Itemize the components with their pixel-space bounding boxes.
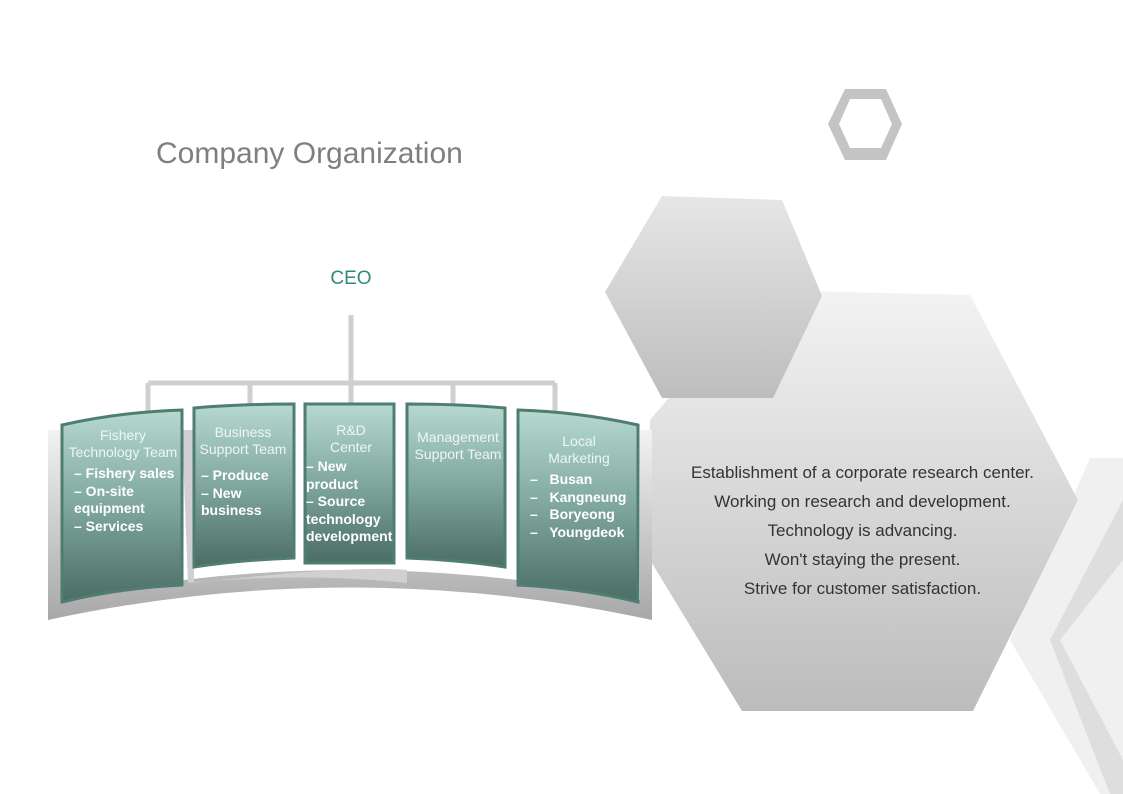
- team-card-local-marketing: Local Marketing – Busan– Kangneung– Bory…: [524, 433, 634, 541]
- hexagon-small: [605, 196, 822, 398]
- card-shape-1: [60, 408, 184, 604]
- card-shape-4: [405, 402, 507, 569]
- page-title: Company Organization: [156, 137, 463, 170]
- description-line: Establishment of a corporate research ce…: [690, 463, 1034, 482]
- description-line: Won't staying the present.: [764, 550, 961, 569]
- team-card-rnd-center: R&D Center – New product– Source technol…: [306, 422, 396, 546]
- card-shape-5: [516, 408, 640, 604]
- team-item: – Boryeong: [530, 506, 615, 522]
- description-text: Establishment of a corporate research ce…: [660, 458, 1065, 603]
- team-item: – Source technology development: [306, 493, 393, 544]
- team-name: R&D Center: [329, 422, 373, 455]
- description-line: Working on research and development.: [714, 492, 1011, 511]
- team-card-business-support: Business Support Team – Produce– New bus…: [197, 424, 289, 520]
- right-chevron-dark: [1050, 500, 1123, 794]
- description-line: Strive for customer satisfaction.: [743, 579, 982, 598]
- team-item: – Fishery sales: [74, 465, 175, 481]
- hexagon-ring: [828, 89, 902, 160]
- team-item: – On-site equipment: [74, 482, 145, 517]
- ceo-node: CEO: [330, 268, 372, 289]
- team-name: Business Support Team: [199, 424, 287, 457]
- team-item: – New product: [306, 458, 359, 492]
- team-card-management-support: Management Support Team: [410, 429, 506, 463]
- description-line: Technology is advancing.: [767, 521, 958, 540]
- team-item: – Youngdeok: [530, 523, 625, 540]
- team-item: – Kangneung: [530, 488, 627, 505]
- team-item: – New business: [201, 484, 262, 519]
- team-name: Local Marketing: [548, 433, 610, 466]
- team-name: Fishery Technology Team: [68, 427, 178, 460]
- team-name: Management Support Team: [414, 429, 502, 462]
- card-shape-3: [303, 402, 396, 565]
- team-item: – Busan: [530, 471, 593, 487]
- card-base-plate: [48, 430, 652, 620]
- team-card-fishery: Fishery Technology Team – Fishery sales–…: [68, 427, 178, 535]
- card-shape-2: [192, 402, 296, 569]
- org-connectors: [145, 315, 558, 412]
- team-item: – Services: [74, 517, 144, 534]
- team-item: – Produce: [201, 467, 269, 483]
